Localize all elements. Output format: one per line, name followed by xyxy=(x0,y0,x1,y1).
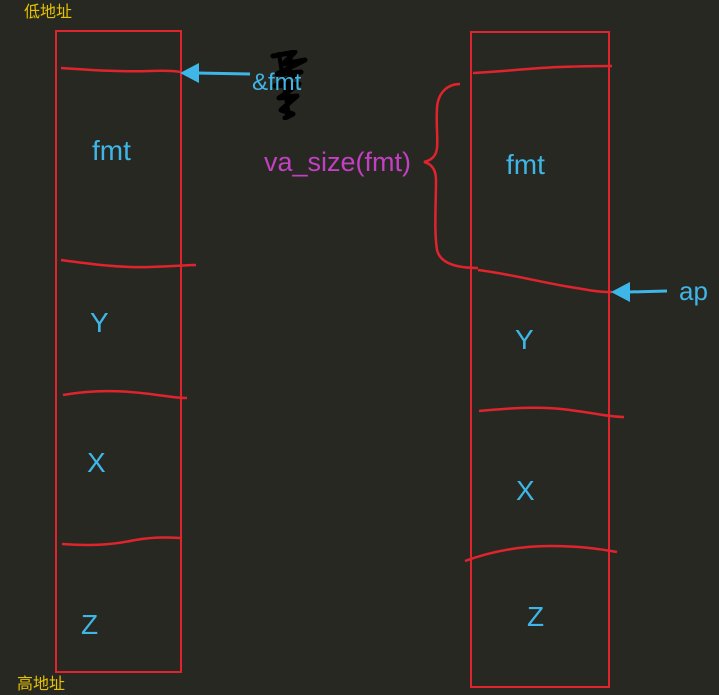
left-divider-x-z xyxy=(61,536,181,547)
right-divider-y-x xyxy=(478,406,625,419)
low-address-label: 低地址 xyxy=(24,2,73,21)
va-size-brace xyxy=(423,82,479,270)
amp-fmt-label: &fmt xyxy=(252,69,302,96)
left-cell-z: Z xyxy=(81,609,99,640)
right-divider-x-z xyxy=(464,544,618,563)
right-divider-fmt-y xyxy=(477,268,613,294)
ap-label: ap xyxy=(679,276,708,306)
left-cell-fmt: fmt xyxy=(92,135,131,166)
amp-fmt-arrow-line xyxy=(195,71,251,76)
redaction-scribble xyxy=(270,50,308,120)
amp-fmt-arrow-head xyxy=(180,63,199,83)
right-cell-fmt: fmt xyxy=(506,149,545,180)
left-stack-box xyxy=(55,30,182,673)
left-divider-fmt-y xyxy=(60,258,197,269)
high-address-label: 高地址 xyxy=(17,674,66,693)
ap-arrow-head xyxy=(611,282,630,302)
left-divider-top xyxy=(60,66,183,74)
left-cell-y: Y xyxy=(90,307,109,338)
right-cell-y: Y xyxy=(515,324,534,355)
left-cell-x: X xyxy=(87,447,106,478)
right-cell-x: X xyxy=(516,475,535,506)
va-size-label: va_size(fmt) xyxy=(264,147,412,177)
left-divider-y-x xyxy=(62,389,188,400)
right-stack-box xyxy=(470,31,610,688)
right-divider-top xyxy=(472,64,613,75)
right-cell-z: Z xyxy=(527,601,545,632)
ap-arrow-line xyxy=(627,289,668,294)
